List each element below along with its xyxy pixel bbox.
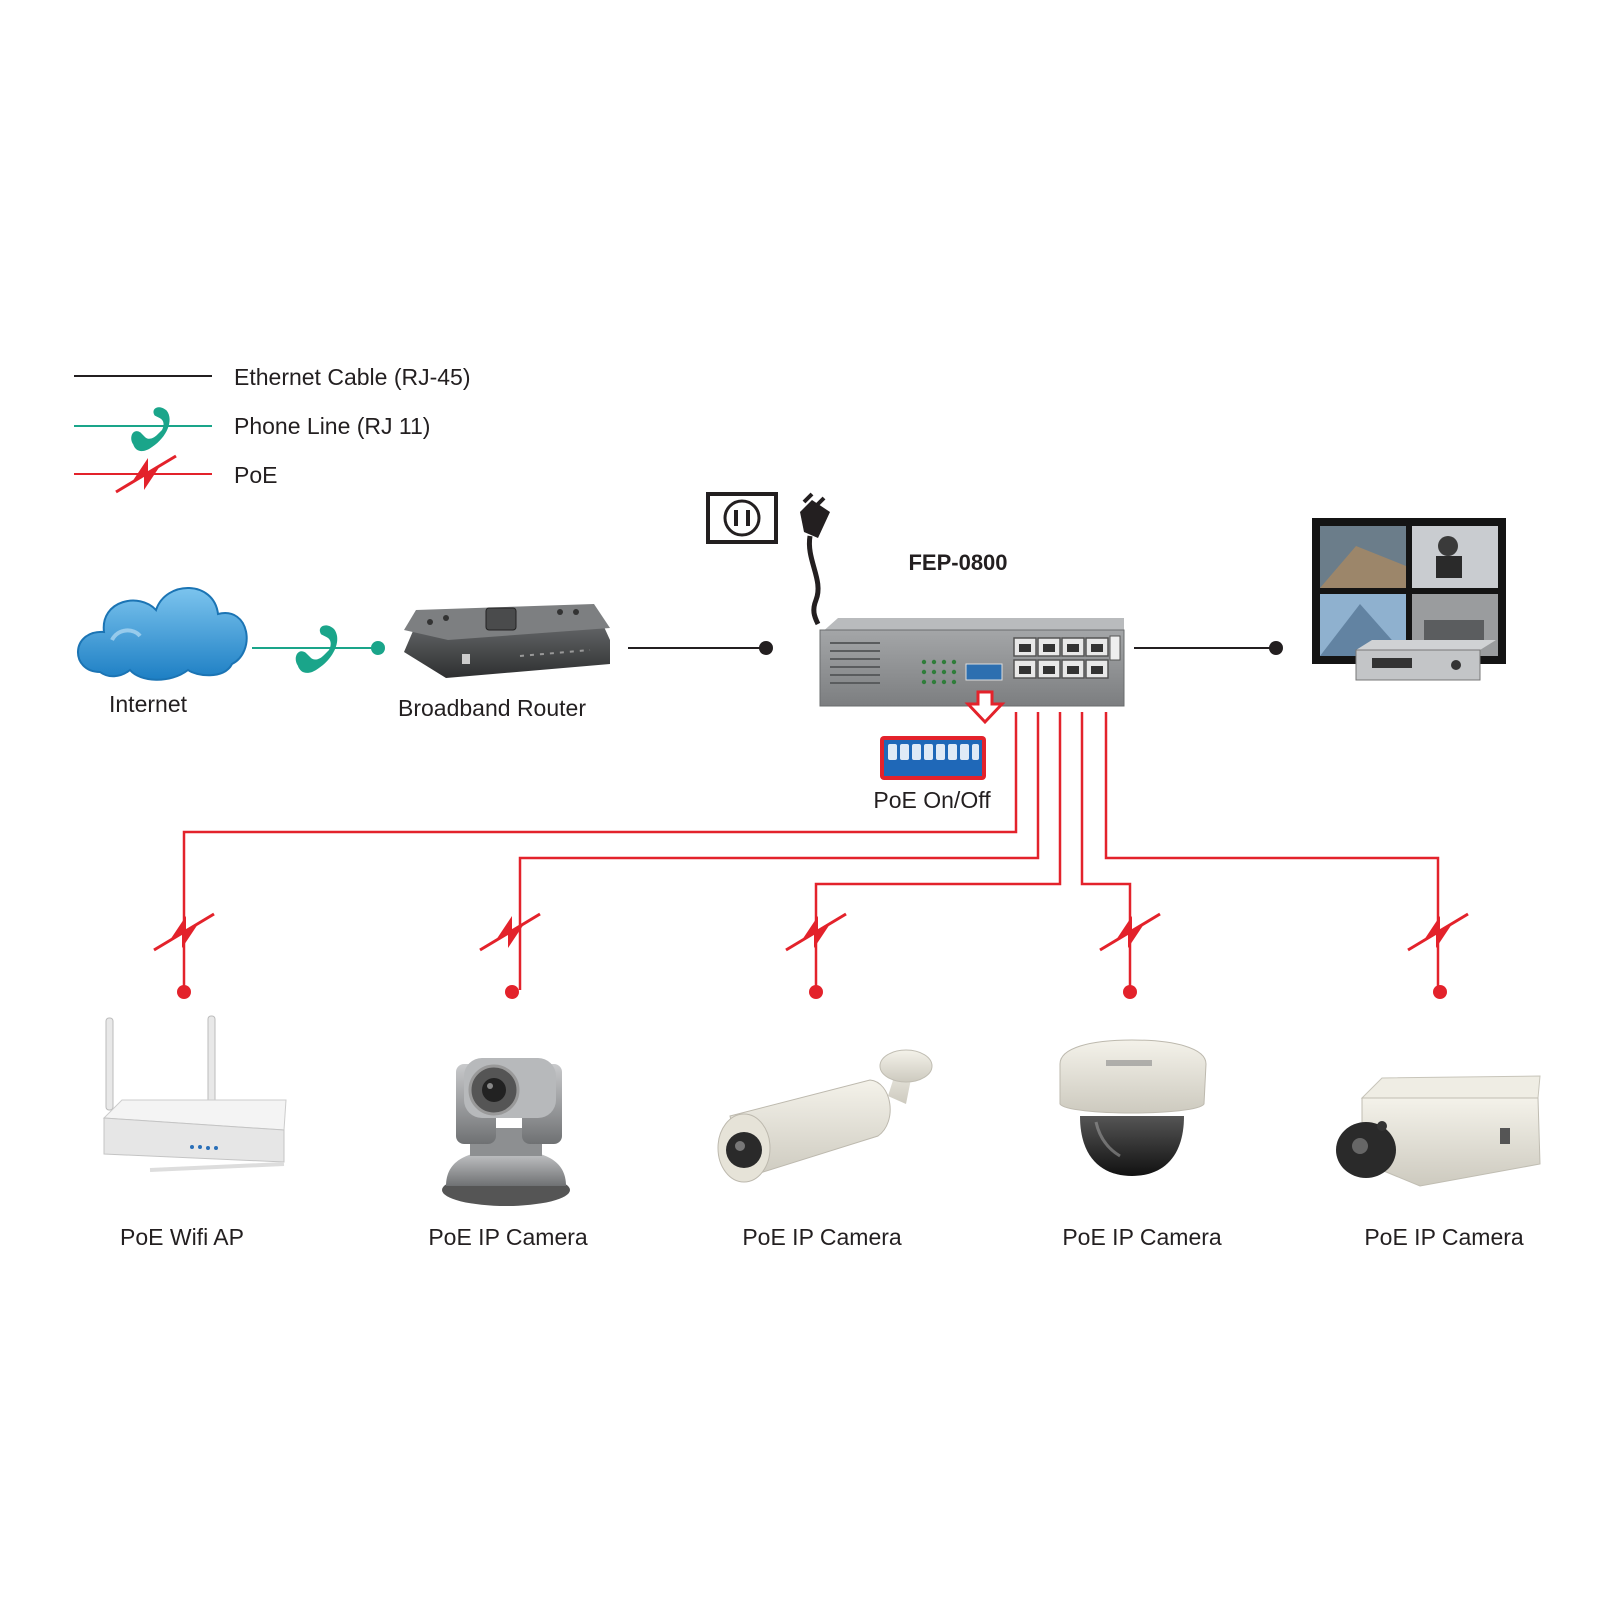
legend-label-phone: Phone Line (RJ 11) — [234, 413, 430, 439]
dip-switch-icon — [880, 736, 986, 780]
cloud-icon — [77, 587, 248, 681]
legend-item-phone: Phone Line (RJ 11) — [74, 407, 430, 452]
bullet-camera-icon — [717, 1049, 933, 1183]
poe-switch-icon — [819, 618, 1125, 707]
endpoint-wifi-ap: PoE Wifi AP — [102, 1015, 287, 1250]
poe-endpoints-dots — [177, 985, 1447, 999]
switch-device: FEP-0800 — [819, 550, 1125, 707]
ethernet-router-switch — [628, 641, 773, 655]
zoom-arrow-icon — [964, 690, 1006, 725]
ptz-camera-icon — [442, 1058, 570, 1206]
endpoint-label: PoE IP Camera — [1062, 1224, 1222, 1250]
box-camera-icon — [1336, 1075, 1541, 1187]
endpoint-box-camera: PoE IP Camera — [1336, 1075, 1541, 1250]
dip-device: PoE On/Off — [873, 690, 1006, 813]
endpoint-label: PoE IP Camera — [428, 1224, 588, 1250]
phone-handset-icon — [295, 625, 338, 673]
internet-device: Internet — [77, 587, 248, 717]
surveillance-monitor-icon — [1312, 518, 1506, 681]
endpoint-label: PoE IP Camera — [1364, 1224, 1524, 1250]
router-icon — [404, 604, 610, 678]
lightning-bolt-icon — [1406, 912, 1470, 952]
endpoint-bullet-camera: PoE IP Camera — [717, 1049, 933, 1250]
ethernet-switch-monitor — [1134, 641, 1283, 655]
power-plug-icon — [800, 492, 830, 626]
endpoint-label: PoE IP Camera — [742, 1224, 902, 1250]
legend-item-poe: PoE — [74, 454, 277, 494]
router-label: Broadband Router — [398, 695, 586, 721]
legend: Ethernet Cable (RJ-45) Phone Line (RJ 11… — [74, 364, 471, 494]
legend-label-ethernet: Ethernet Cable (RJ-45) — [234, 364, 471, 390]
phone-handset-icon — [131, 407, 170, 452]
dip-label: PoE On/Off — [873, 787, 991, 813]
lightning-bolt-icon — [478, 912, 542, 952]
endpoint-dome-camera: PoE IP Camera — [1059, 1039, 1222, 1250]
phone-connection — [252, 625, 385, 673]
router-device: Broadband Router — [398, 604, 610, 721]
legend-item-ethernet: Ethernet Cable (RJ-45) — [74, 364, 471, 390]
monitor-device — [1312, 518, 1506, 681]
endpoint-ptz-camera: PoE IP Camera — [428, 1058, 588, 1250]
lightning-bolt-icon — [1098, 912, 1162, 952]
lightning-bolt-icon — [152, 912, 216, 952]
legend-label-poe: PoE — [234, 462, 277, 488]
lightning-bolt-icon — [784, 912, 848, 952]
wifi-ap-icon — [102, 1015, 287, 1172]
switch-label: FEP-0800 — [908, 550, 1007, 575]
poe-bolts — [152, 912, 1470, 952]
power-outlet-icon — [706, 492, 778, 544]
endpoint-label: PoE Wifi AP — [120, 1224, 244, 1250]
poe-lines — [182, 712, 1440, 990]
dome-camera-icon — [1059, 1039, 1207, 1176]
internet-label: Internet — [109, 691, 188, 717]
